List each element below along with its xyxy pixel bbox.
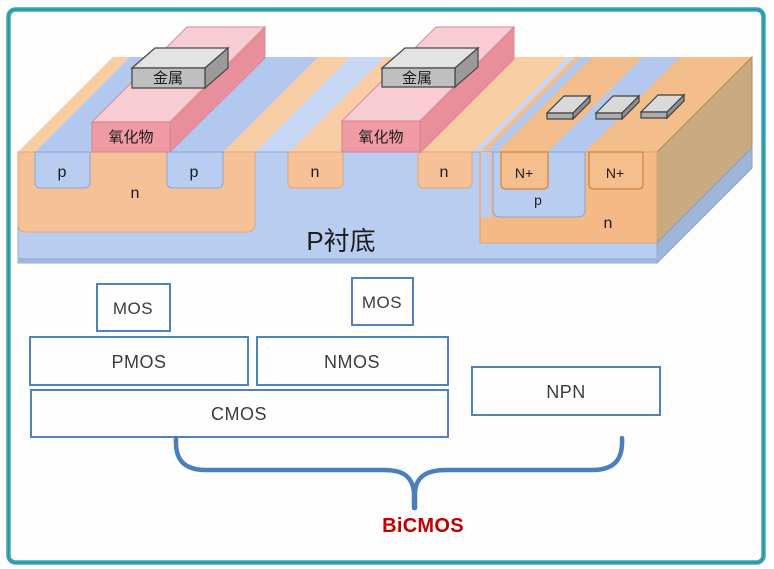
nplus-region-2 xyxy=(588,151,644,190)
bicmos-brace xyxy=(173,435,625,511)
gate-stack-2: 金属 氧化物 xyxy=(340,25,516,155)
p-well-1 xyxy=(34,151,91,189)
pwell2-top-stripe xyxy=(167,57,318,152)
frame-border-inner xyxy=(8,9,764,563)
p-well-1-label: p xyxy=(58,164,67,181)
pad3-side-face xyxy=(666,93,685,120)
mos-box-2 xyxy=(351,277,414,326)
pmos-box xyxy=(29,336,249,386)
cmos-box xyxy=(30,389,449,438)
oxide1-front-face xyxy=(91,121,171,153)
n-region-1-label: n xyxy=(311,164,320,181)
metal2-label: 金属 xyxy=(402,70,432,87)
contact-pad-3 xyxy=(639,93,686,120)
npn-box-label: NPN xyxy=(546,382,586,402)
nplus-2-label: N+ xyxy=(606,165,624,181)
pad2-side-face xyxy=(621,94,640,121)
metal2-front-face xyxy=(381,67,456,88)
mos-box-2-label: MOS xyxy=(362,293,402,312)
n-region-2 xyxy=(417,151,473,189)
substrate-bottom-shade xyxy=(18,258,657,263)
oxide2-label: 氧化物 xyxy=(358,129,403,146)
contact-pad-1 xyxy=(545,94,592,121)
bipolar-isolation-strip xyxy=(481,152,491,218)
block-diagram: MOS MOS PMOS NMOS CMOS NPN BiCMOS xyxy=(29,277,661,537)
pad1-side-face xyxy=(572,94,591,121)
n-region-2-label: n xyxy=(440,164,449,181)
n-collector-label: n xyxy=(604,215,613,232)
pad3-front-face xyxy=(640,111,668,119)
oxide1-label: 氧化物 xyxy=(108,129,153,146)
n-region-1 xyxy=(287,151,344,189)
pad2-front-face xyxy=(595,112,623,120)
n2-top-stripe xyxy=(418,57,568,152)
contact-pad-2 xyxy=(594,94,641,121)
metal1-front-face xyxy=(131,67,206,89)
mos-box-1 xyxy=(96,283,171,332)
pad1-front-face xyxy=(546,112,574,120)
p-base-label: p xyxy=(534,192,542,208)
pmos-box-label: PMOS xyxy=(111,352,166,372)
npn-box xyxy=(471,366,661,416)
substrate-label: P衬底 xyxy=(306,226,375,256)
semiconductor-structure: 金属 氧化物 金属 氧化物 xyxy=(17,25,753,265)
mos-box-1-label: MOS xyxy=(113,299,153,318)
gate-stack-1: 金属 氧化物 xyxy=(90,25,267,154)
nplus-region-1 xyxy=(500,151,549,190)
n-well-label: n xyxy=(131,185,140,202)
oxide2-front-face xyxy=(341,120,421,153)
nplus-1-label: N+ xyxy=(515,165,533,181)
bicmos-label: BiCMOS xyxy=(382,515,464,537)
metal1-label: 金属 xyxy=(153,70,183,87)
nmos-box-label: NMOS xyxy=(324,352,380,372)
p-well-2 xyxy=(166,151,224,189)
p-well-2-label: p xyxy=(190,164,199,181)
isolation-top-stripe xyxy=(486,57,592,152)
cmos-box-label: CMOS xyxy=(211,404,267,424)
nmos-box xyxy=(256,336,449,386)
